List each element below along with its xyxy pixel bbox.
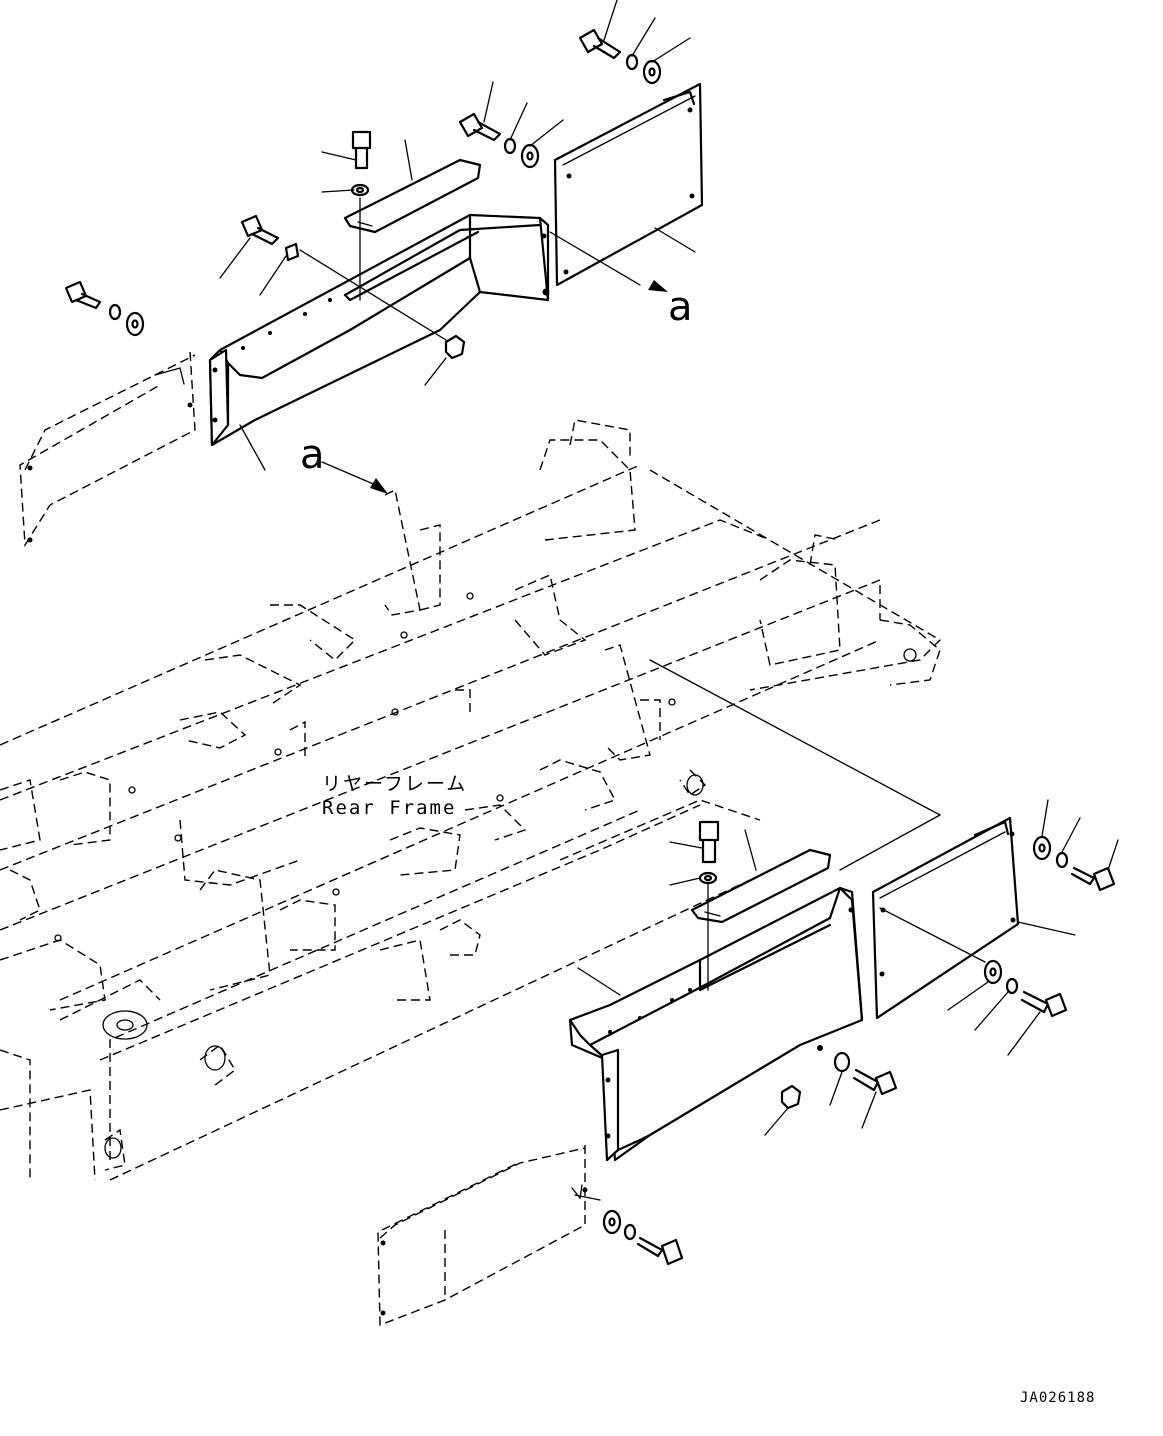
lower-long-cover [568, 886, 864, 1162]
upper-rear-extension [19, 351, 196, 548]
upper-leader-lines [219, 0, 696, 494]
lower-small-plate [690, 848, 832, 924]
rear-frame: リヤーフレーム Rear Frame [0, 419, 942, 1181]
upper-side-cover-panel [553, 82, 704, 287]
frame-label-en: Rear Frame [322, 797, 456, 819]
lower-fasteners [602, 820, 1116, 1266]
lower-cover-assembly [377, 799, 1119, 1327]
upper-cover-assembly: a a [19, 0, 704, 548]
upper-small-plate [343, 158, 482, 234]
lower-leader-lines [574, 799, 1119, 1201]
drawing-code: JA026188 [1020, 1390, 1095, 1406]
ref-a-lower: a [300, 432, 325, 478]
lower-side-cover-panel [871, 816, 1020, 1020]
ref-a-upper: a [668, 284, 693, 330]
frame-label-jp: リヤーフレーム [322, 773, 467, 795]
upper-long-cover [208, 213, 550, 447]
lower-rear-extension [377, 1145, 588, 1327]
upper-fasteners [64, 28, 662, 360]
